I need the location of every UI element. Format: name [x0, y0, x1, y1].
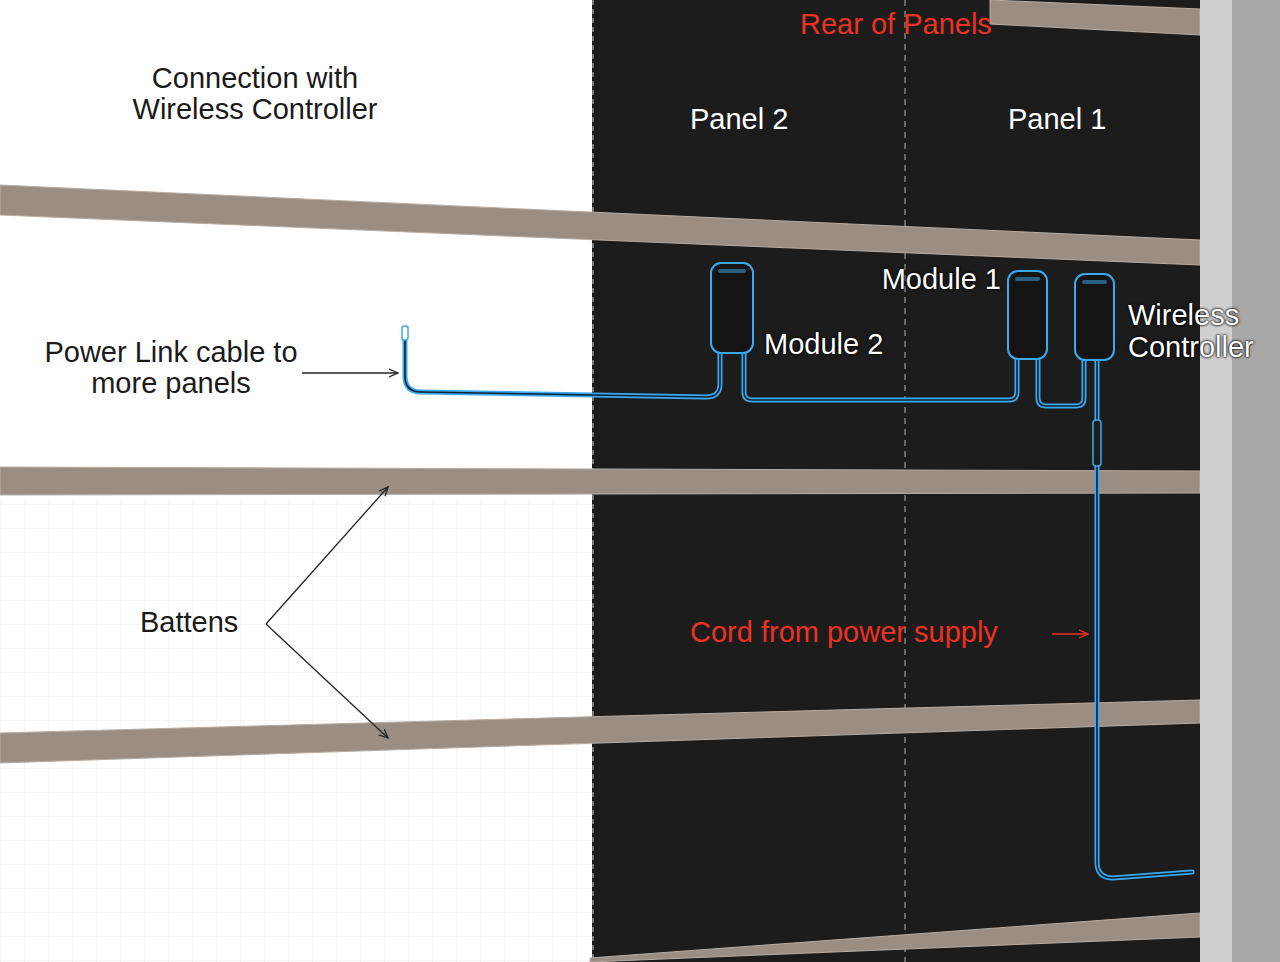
module-label: Wireless Controller: [1128, 299, 1273, 363]
device-cap: [1015, 277, 1040, 281]
power-link-cable: [405, 330, 720, 397]
callout-label: Cord from power supply: [690, 617, 1050, 648]
plug: [1093, 420, 1101, 466]
wall: [1200, 0, 1232, 962]
callout-label: Battens: [140, 607, 264, 638]
leader-line: [302, 372, 398, 373]
power-link-cable: [405, 330, 720, 397]
callout-label: Power Link cable to more panels: [40, 337, 302, 399]
device-module: Module 2: [710, 262, 754, 354]
device-cap: [1082, 280, 1107, 284]
battens: [0, 0, 1200, 962]
cables: [402, 326, 1192, 878]
batten: [0, 185, 1200, 265]
leader-line: [266, 487, 388, 624]
plug: [402, 326, 408, 340]
batten: [990, 0, 1200, 35]
module-label: Module 2: [764, 328, 883, 360]
panel-label: Panel 2: [690, 104, 820, 135]
leader-arrow: [1052, 633, 1088, 635]
cable-connector: [744, 354, 1017, 400]
view-label: Rear of Panels: [800, 9, 1020, 40]
batten: [590, 913, 1200, 962]
cable-core: [744, 354, 1017, 400]
panel-label: Panel 1: [1008, 104, 1138, 135]
diagram-title: Connection with Wireless Controller: [100, 63, 410, 125]
batten: [0, 700, 1200, 763]
device-module: Wireless Controller: [1074, 273, 1115, 361]
cable-core: [1038, 360, 1084, 406]
batten: [0, 467, 1200, 495]
module-label: Module 1: [882, 263, 1001, 295]
device-module: Module 1: [1007, 270, 1048, 360]
cable-connector: [1038, 360, 1084, 406]
device-cap: [718, 269, 746, 273]
power-cord: [1097, 361, 1192, 878]
wall: [1232, 0, 1280, 962]
leader-line: [266, 624, 388, 738]
power-cord: [1097, 361, 1192, 878]
